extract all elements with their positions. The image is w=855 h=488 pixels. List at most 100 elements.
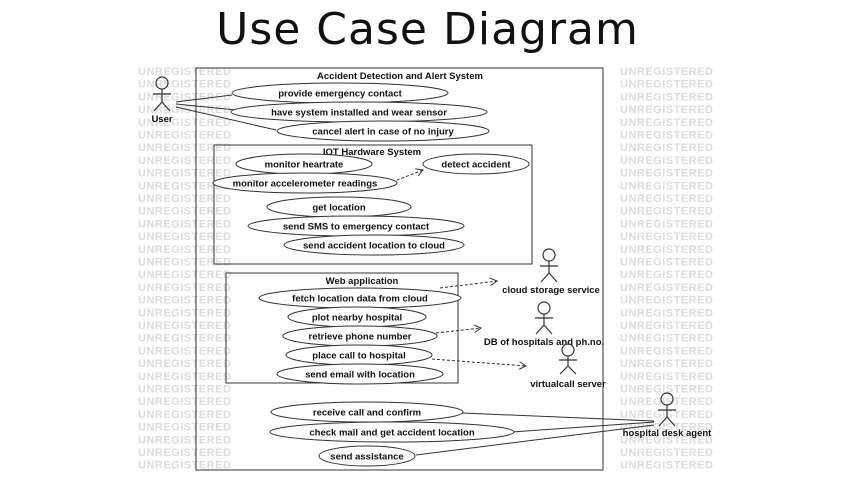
watermark-text: UNREGISTERED bbox=[138, 460, 231, 472]
use-case-label: get location bbox=[312, 203, 366, 214]
watermark-text: UNREGISTERED bbox=[620, 460, 713, 472]
assoc-user-uc2 bbox=[175, 103, 237, 111]
watermark-text: UNREGISTERED bbox=[138, 307, 231, 319]
watermark-text: UNREGISTERED bbox=[138, 269, 231, 281]
watermark-text: UNREGISTERED bbox=[620, 180, 713, 192]
watermark-text: UNREGISTERED bbox=[138, 244, 231, 256]
assoc-desk-uc16 bbox=[511, 421, 655, 433]
watermark-text: UNREGISTERED bbox=[138, 257, 231, 269]
use-case-place-call: place call to hospital bbox=[285, 344, 433, 366]
watermark-text: UNREGISTERED bbox=[138, 447, 231, 459]
actor-label: virtualcall server bbox=[530, 379, 606, 390]
watermark-text: UNREGISTERED bbox=[138, 320, 231, 332]
use-case-label: plot nearby hospital bbox=[312, 313, 402, 324]
watermark-text: UNREGISTERED bbox=[138, 130, 231, 142]
watermark-text: UNREGISTERED bbox=[138, 434, 231, 446]
watermark-text: UNREGISTERED bbox=[620, 396, 713, 408]
use-case-label: have system installed and wear sensor bbox=[271, 108, 447, 119]
watermark-text: UNREGISTERED bbox=[620, 295, 713, 307]
watermark-text: UNREGISTERED bbox=[138, 422, 231, 434]
actor-head-icon bbox=[537, 301, 551, 315]
watermark-text: UNREGISTERED bbox=[138, 142, 231, 154]
watermark-text: UNREGISTERED bbox=[620, 358, 713, 370]
dep-uc13-vcall bbox=[431, 358, 526, 366]
dep-uc12-db bbox=[435, 328, 481, 334]
actor-user bbox=[153, 76, 171, 112]
watermark-text: UNREGISTERED bbox=[138, 79, 231, 91]
web-boundary-label: Web application bbox=[326, 276, 399, 287]
assoc-desk-uc15 bbox=[461, 412, 655, 422]
use-case-cancel-alert: cancel alert in case of no injury bbox=[276, 120, 490, 142]
system-boundary-label: Accident Detection and Alert System bbox=[317, 71, 483, 82]
actor-label: hospital desk agent bbox=[623, 428, 713, 439]
watermark-text: UNREGISTERED bbox=[138, 168, 231, 180]
use-case-label: send email with location bbox=[305, 370, 415, 381]
watermark-text: UNREGISTERED bbox=[138, 282, 231, 294]
use-case-provide-emergency-contact: provide emergency contact bbox=[231, 82, 449, 104]
watermark-text: UNREGISTERED bbox=[620, 66, 713, 78]
watermark-text: UNREGISTERED bbox=[138, 206, 231, 218]
watermark-text: UNREGISTERED bbox=[620, 168, 713, 180]
watermark-text: UNREGISTERED bbox=[620, 422, 713, 434]
watermark-text: UNREGISTERED bbox=[620, 206, 713, 218]
watermark-text: UNREGISTERED bbox=[138, 396, 231, 408]
use-case-label: send assistance bbox=[330, 452, 403, 463]
watermark-text: UNREGISTERED bbox=[620, 91, 713, 103]
assoc-user-uc3 bbox=[175, 106, 277, 131]
watermark-text: UNREGISTERED bbox=[620, 307, 713, 319]
dep-uc10-cloud bbox=[439, 281, 497, 289]
iot-boundary bbox=[213, 144, 533, 265]
watermark-text: UNREGISTERED bbox=[620, 104, 713, 116]
actor-cloud-storage bbox=[540, 248, 558, 283]
use-case-send-location-cloud: send accident location to cloud bbox=[283, 234, 465, 256]
assoc-user-uc1 bbox=[175, 94, 233, 103]
use-case-send-email: send email with location bbox=[276, 363, 444, 385]
dep-uc5-uc6 bbox=[391, 170, 423, 183]
assoc-desk-uc17 bbox=[415, 424, 655, 456]
watermark-text: UNREGISTERED bbox=[138, 409, 231, 421]
iot-boundary-label: IOT Hardware System bbox=[323, 147, 421, 158]
watermark-text: UNREGISTERED bbox=[620, 384, 713, 396]
watermark-text: UNREGISTERED bbox=[138, 66, 231, 78]
dependencies bbox=[391, 170, 526, 366]
use-case-retrieve-phone: retrieve phone number bbox=[282, 325, 438, 347]
use-case-label: detect accident bbox=[441, 160, 511, 171]
actor-label: cloud storage service bbox=[502, 285, 600, 296]
watermark-text: UNREGISTERED bbox=[620, 193, 713, 205]
use-case-label: place call to hospital bbox=[312, 351, 405, 362]
system-boundary bbox=[195, 67, 604, 471]
associations bbox=[175, 94, 655, 456]
watermark-text: UNREGISTERED bbox=[620, 218, 713, 230]
watermark-text: UNREGISTERED bbox=[138, 117, 231, 129]
use-case-plot-hospital: plot nearby hospital bbox=[287, 306, 427, 328]
watermark-text: UNREGISTERED bbox=[138, 384, 231, 396]
use-case-label: send accident location to cloud bbox=[303, 241, 445, 252]
watermark-text: UNREGISTERED bbox=[620, 345, 713, 357]
use-case-get-location: get location bbox=[266, 196, 412, 218]
watermark-text: UNREGISTERED bbox=[620, 333, 713, 345]
watermark-text: UNREGISTERED bbox=[138, 231, 231, 243]
watermark-text: UNREGISTERED bbox=[620, 447, 713, 459]
actor-db-hospitals bbox=[535, 301, 553, 335]
use-case-label: monitor accelerometer readings bbox=[233, 179, 378, 190]
use-case-monitor-heartrate: monitor heartrate bbox=[235, 153, 373, 175]
watermark-text: UNREGISTERED bbox=[138, 295, 231, 307]
use-case-label: receive call and confirm bbox=[313, 408, 421, 419]
use-case-label: check mail and get accident location bbox=[309, 428, 474, 439]
watermark-text: UNREGISTERED bbox=[620, 79, 713, 91]
actor-virtualcall-server bbox=[559, 343, 577, 375]
watermark-text: UNREGISTERED bbox=[138, 91, 231, 103]
use-case-monitor-accelerometer: monitor accelerometer readings bbox=[212, 172, 398, 194]
use-case-detect-accident: detect accident bbox=[422, 153, 530, 175]
watermark-text: UNREGISTERED bbox=[138, 371, 231, 383]
watermark-text: UNREGISTERED bbox=[620, 257, 713, 269]
use-case-check-mail: check mail and get accident location bbox=[269, 421, 515, 443]
use-case-send-assistance: send assistance bbox=[318, 445, 416, 467]
use-case-label: fetch location data from cloud bbox=[292, 294, 428, 305]
use-case-label: send SMS to emergency contact bbox=[283, 222, 430, 233]
diagram-title: Use Case Diagram bbox=[216, 4, 639, 55]
use-case-send-sms: send SMS to emergency contact bbox=[247, 215, 465, 237]
use-case-label: retrieve phone number bbox=[309, 332, 412, 343]
